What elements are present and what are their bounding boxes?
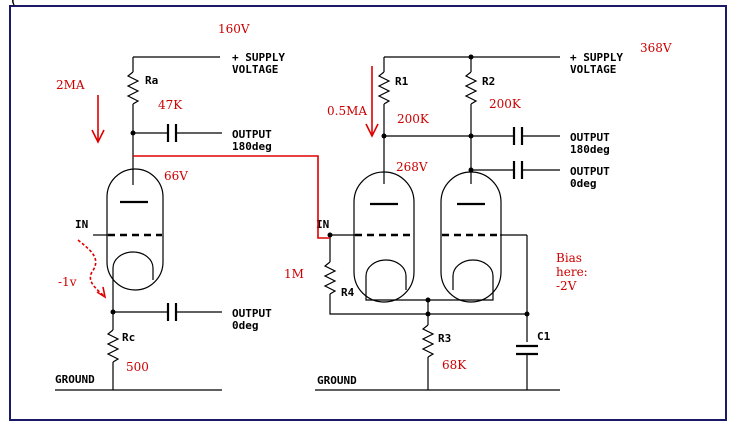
ra-value: 47K	[158, 98, 183, 112]
left-plate-voltage: 66V	[164, 169, 188, 183]
cathode-left	[112, 251, 154, 280]
top-fragment: (	[10, 0, 17, 7]
rc-label: Rc	[122, 331, 135, 344]
right-ground-label: GROUND	[317, 374, 357, 387]
resistor-r1	[377, 71, 391, 105]
cathode-right-a	[365, 259, 407, 290]
left-stage: + SUPPLY VOLTAGE Ra OUTPUT 180deg IN OUT…	[55, 51, 285, 391]
r4-value: 1M	[284, 267, 304, 281]
right-supply-voltage: 368V	[640, 41, 672, 55]
right-out0-label-1: OUTPUT	[570, 165, 610, 178]
triode-right-b	[440, 171, 502, 303]
resistor-rc	[106, 329, 120, 363]
r2-value: 200K	[489, 97, 522, 111]
bias-note-1: Bias	[556, 251, 582, 265]
interstage-wire	[133, 155, 330, 239]
bias-note-3: -2V	[556, 279, 577, 293]
left-out180-label-2: 180deg	[232, 140, 272, 153]
left-current: 2MA	[56, 78, 85, 92]
grid-bias-arrow	[77, 239, 105, 297]
r2-label: R2	[482, 75, 495, 88]
r4-return-wire	[329, 294, 527, 315]
cathode-right-b	[452, 259, 494, 290]
left-out180-label-1: OUTPUT	[232, 128, 272, 141]
r4-label: R4	[341, 286, 355, 299]
left-grid-voltage: -1v	[58, 275, 77, 289]
bias-note-2: here:	[556, 265, 588, 279]
right-out180-label-1: OUTPUT	[570, 131, 610, 144]
right-in-label: IN	[316, 218, 329, 231]
left-current-arrow-head	[91, 129, 105, 144]
left-supply-label-2: VOLTAGE	[232, 63, 278, 76]
triode-right-a	[353, 171, 415, 303]
right-supply-label-2: VOLTAGE	[570, 63, 616, 76]
left-ground-label: GROUND	[55, 373, 95, 386]
left-out0-label-1: OUTPUT	[232, 307, 272, 320]
node-r4-return	[425, 311, 431, 317]
r1-value: 200K	[397, 112, 430, 126]
r1-label: R1	[395, 75, 409, 88]
left-supply-voltage: 160V	[218, 22, 250, 36]
r3-label: R3	[438, 332, 451, 345]
triode-left	[106, 168, 164, 291]
right-stage: + SUPPLY VOLTAGE R1 R2 OUTPUT 180deg OUT…	[315, 51, 623, 391]
right-out180-label-2: 180deg	[570, 143, 610, 156]
resistor-r4	[323, 261, 337, 295]
resistor-r2	[464, 71, 478, 105]
right-out0-label-2: 0deg	[570, 177, 597, 190]
right-supply-label-1: + SUPPLY	[570, 51, 623, 64]
c1-label: C1	[537, 330, 551, 343]
annotations: 160V 2MA 47K 66V -1v 500 368V 0.5MA 200K…	[56, 22, 672, 374]
left-in-label: IN	[75, 218, 88, 231]
grid-bias-arrow-head	[96, 286, 107, 299]
resistor-ra	[126, 71, 140, 105]
left-out0-label-2: 0deg	[232, 319, 259, 332]
right-current: 0.5MA	[327, 104, 367, 118]
right-cathode-voltage: 268V	[396, 160, 428, 174]
right-current-arrow-head	[365, 123, 379, 138]
ra-label: Ra	[145, 74, 158, 87]
resistor-r3	[421, 324, 435, 358]
node-c1	[524, 311, 530, 317]
r3-value: 68K	[442, 358, 467, 372]
left-supply-label-1: + SUPPLY	[232, 51, 285, 64]
diagram-border	[9, 5, 727, 421]
rc-value: 500	[126, 360, 149, 374]
